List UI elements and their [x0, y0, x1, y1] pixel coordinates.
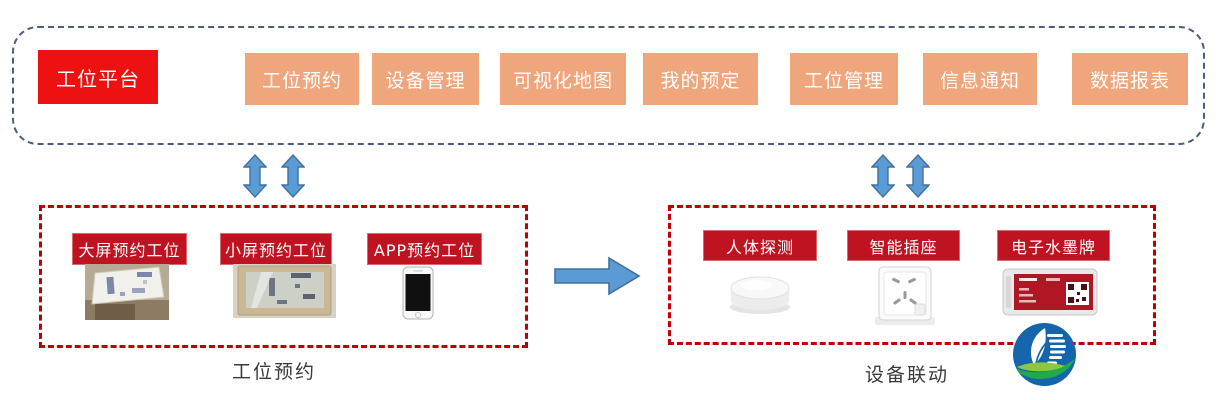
caption-device-group: 设备联动: [864, 364, 949, 386]
menu-item-data-reports: 数据报表: [1072, 53, 1188, 105]
menu-item-visual-map: 可视化地图: [500, 53, 626, 105]
menu-item-device-management: 设备管理: [372, 53, 479, 105]
small-screen-panel-photo: [233, 264, 336, 318]
right-arrow: [554, 256, 641, 296]
up-down-arrow: [281, 154, 305, 198]
menu-item-my-reservations: 我的预定: [643, 53, 758, 105]
menu-item-workstation-booking: 工位预约: [245, 53, 359, 105]
leaf-document-logo: [1013, 323, 1076, 386]
large-screen-kiosk-photo: [85, 264, 169, 320]
menu-item-notifications: 信息通知: [923, 53, 1037, 105]
label-smart-socket: 智能插座: [847, 230, 960, 261]
up-down-arrow: [871, 154, 895, 198]
presence-sensor-photo: [730, 276, 790, 314]
platform-title-box: 工位平台: [38, 50, 158, 104]
e-ink-tag-photo: [1002, 268, 1098, 316]
up-down-arrow: [243, 154, 267, 198]
label-app-booking: APP预约工位: [367, 233, 482, 265]
smartphone-photo: [402, 266, 434, 320]
smart-socket-photo: [875, 266, 935, 325]
label-presence-detection: 人体探测: [703, 230, 817, 261]
label-eink-tag: 电子水墨牌: [997, 230, 1110, 261]
caption-booking-group: 工位预约: [231, 361, 316, 383]
label-small-screen-booking: 小屏预约工位: [220, 233, 332, 265]
label-large-screen-booking: 大屏预约工位: [72, 233, 187, 265]
up-down-arrow: [906, 154, 930, 198]
menu-item-workstation-management: 工位管理: [790, 53, 898, 105]
